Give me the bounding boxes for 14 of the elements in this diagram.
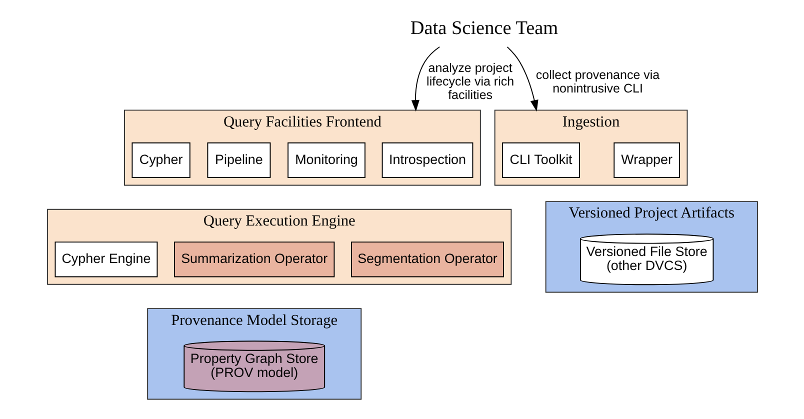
node-text: Data Science Team — [410, 18, 558, 40]
node-box: Monitoring — [287, 142, 365, 178]
node-box: CLI Toolkit — [502, 142, 580, 178]
node-box: Wrapper — [613, 142, 680, 178]
node-box: Introspection — [381, 142, 473, 178]
node-box: Pipeline — [206, 142, 270, 178]
arrow — [506, 46, 538, 112]
node-box: Cypher Engine — [54, 242, 158, 278]
node-box: Summarization Operator — [174, 242, 334, 278]
arrow — [410, 46, 440, 112]
node-box: Segmentation Operator — [350, 242, 504, 278]
edge-label: analyze project lifecycle via rich facilities — [426, 61, 514, 102]
edge-label: collect provenance via nonintrusive CLI — [535, 68, 660, 96]
node-box: Cypher — [131, 142, 190, 178]
